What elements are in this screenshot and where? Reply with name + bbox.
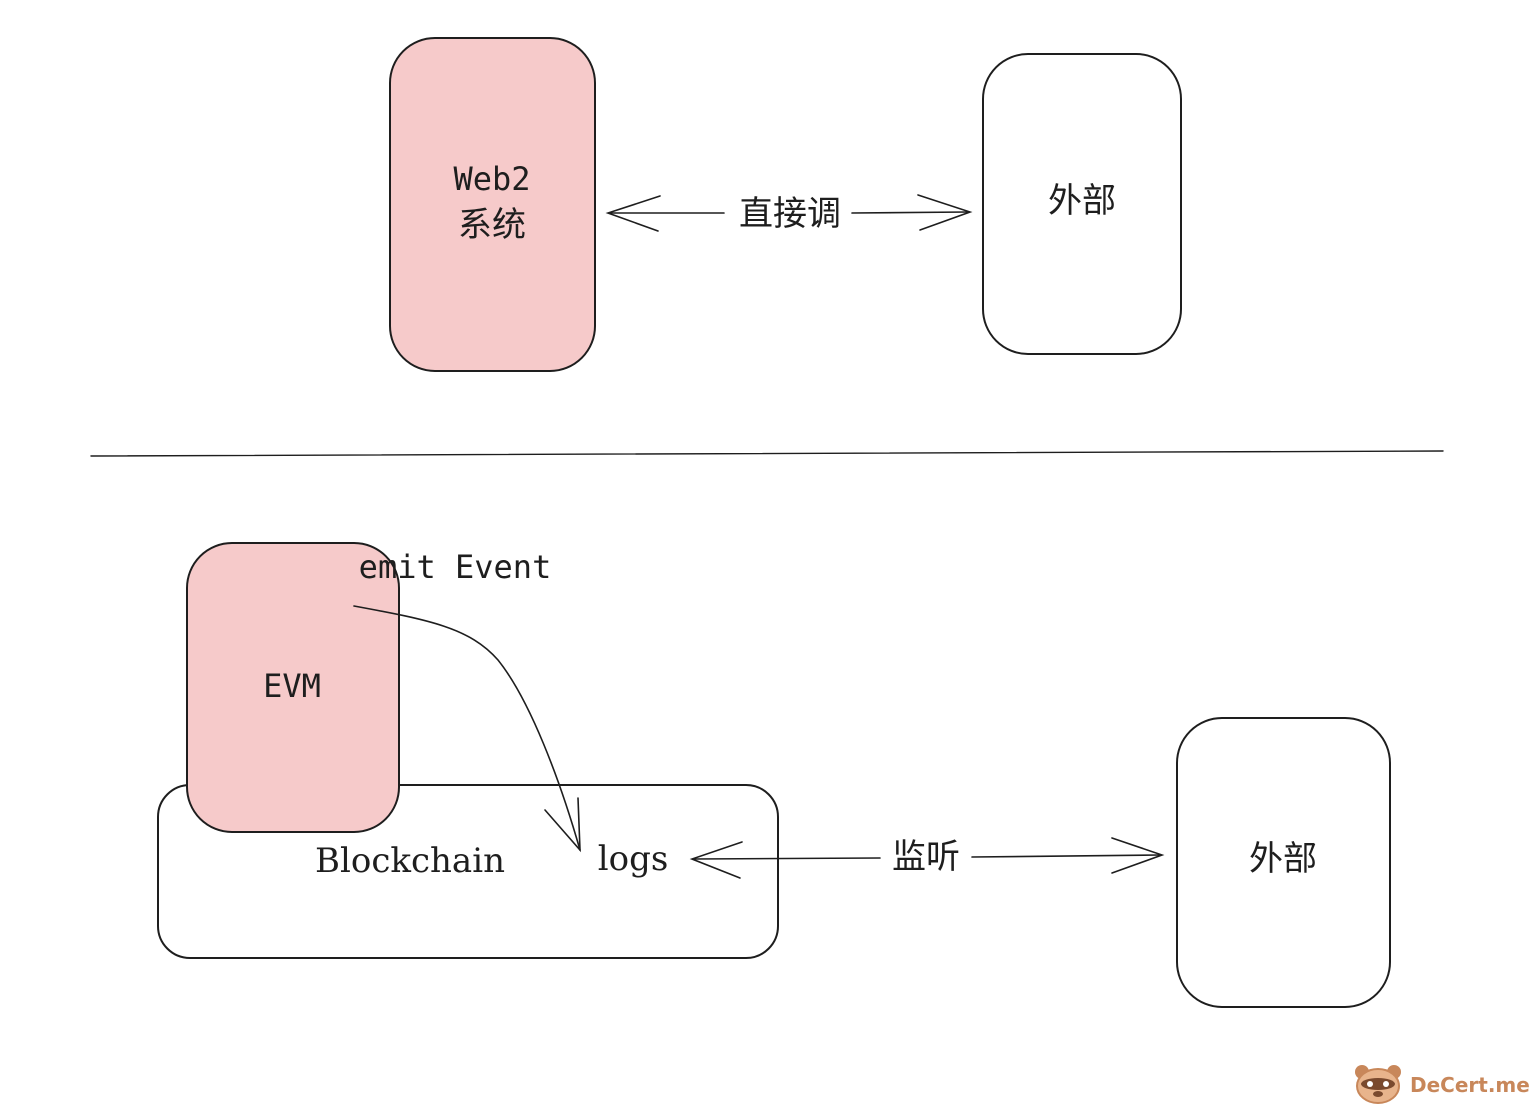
left-arrowhead-icon	[605, 195, 661, 232]
direct-call-label: 直接调	[739, 194, 841, 234]
listen-line-left	[693, 857, 881, 860]
blockchain-label: Blockchain	[315, 841, 505, 881]
listen-left-arrowhead-icon	[689, 841, 743, 879]
emit-arrowhead-icon	[544, 797, 581, 853]
listen-line-right	[971, 854, 1161, 858]
bottom-external-label: 外部	[1249, 839, 1317, 879]
web2-system-node: Web2 系统	[389, 37, 596, 372]
web2-system-box	[389, 37, 596, 372]
emit-event-label: emit Event	[359, 548, 552, 586]
section-divider	[90, 450, 1444, 457]
top-external-box	[982, 53, 1182, 355]
bottom-external-box	[1176, 717, 1391, 1008]
evm-label: EVM	[263, 667, 321, 705]
emit-event-curve	[353, 605, 581, 851]
web2-label: Web2	[453, 160, 530, 198]
evm-box	[186, 542, 400, 833]
direct-call-connector: 直接调	[605, 194, 973, 234]
listen-connector: 监听	[689, 837, 1165, 879]
system-label: 系统	[458, 205, 526, 245]
top-external-node: 外部	[982, 53, 1182, 355]
bottom-external-node: 外部	[1176, 717, 1391, 1008]
evm-node: EVM	[186, 542, 400, 833]
emit-event-connector: emit Event	[353, 548, 581, 853]
raccoon-logo-icon	[1355, 1065, 1401, 1104]
top-external-label: 外部	[1048, 181, 1116, 221]
listen-label: 监听	[892, 837, 960, 877]
logs-label: logs	[598, 839, 669, 879]
listen-right-arrowhead-icon	[1111, 837, 1165, 874]
decert-watermark: DeCert.me	[1355, 1065, 1530, 1104]
direct-call-line-right	[851, 211, 969, 214]
decert-text: DeCert.me	[1410, 1073, 1530, 1097]
right-arrowhead-icon	[917, 194, 973, 231]
